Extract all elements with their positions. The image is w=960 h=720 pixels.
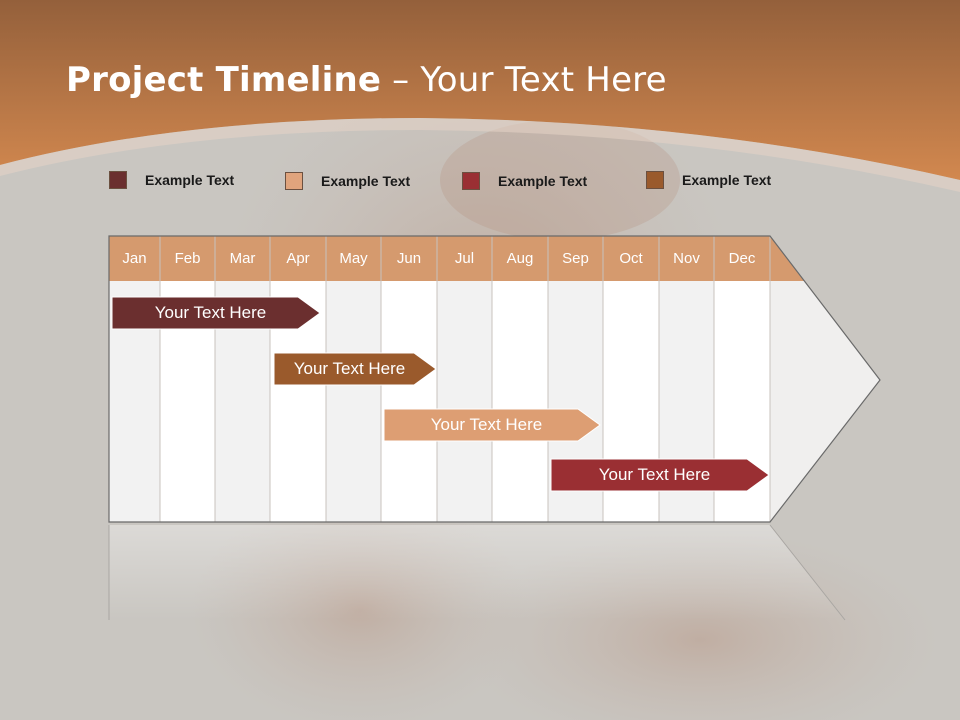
- month-label: Mar: [229, 250, 256, 267]
- legend-label: Example Text: [682, 172, 772, 188]
- legend-label: Example Text: [321, 173, 411, 189]
- legend-item: Example Text: [646, 169, 771, 191]
- legend-swatch: [109, 171, 127, 189]
- month-column: [381, 281, 437, 522]
- month-label: Jan: [122, 250, 147, 267]
- month-label: May: [339, 250, 368, 267]
- timeline-bar-label: Your Text Here: [430, 415, 543, 434]
- legend-swatch: [285, 172, 303, 190]
- legend-label: Example Text: [145, 172, 235, 188]
- timeline-bar-label: Your Text Here: [293, 359, 406, 378]
- timeline-bar: [383, 408, 601, 442]
- page-title: Project Timeline – Your Text Here: [66, 60, 667, 100]
- month-header-row: [109, 236, 804, 281]
- legend-item: Example Text: [109, 169, 234, 191]
- month-label: Aug: [506, 250, 534, 267]
- month-column: [326, 281, 381, 522]
- month-label: Jul: [454, 250, 475, 267]
- timeline-bar: [273, 352, 437, 386]
- arrow-tip: [770, 281, 880, 522]
- month-label: Nov: [673, 250, 700, 267]
- timeline-bar-label: Your Text Here: [154, 303, 267, 322]
- month-label: Dec: [728, 250, 756, 267]
- legend-item: Example Text: [462, 170, 587, 192]
- timeline-arrow-outline: [108, 235, 881, 523]
- timeline-reflection: [109, 525, 845, 620]
- legend-swatch: [462, 172, 480, 190]
- month-label: Oct: [619, 250, 643, 267]
- month-label: Feb: [174, 250, 201, 267]
- month-column: [492, 281, 548, 522]
- month-column: [437, 281, 492, 522]
- legend-item: Example Text: [285, 170, 410, 192]
- header-band: [0, 0, 960, 180]
- header-curve-highlight: [0, 118, 960, 192]
- month-label: Jun: [396, 250, 422, 267]
- timeline-bar: [111, 296, 321, 330]
- month-label: Apr: [286, 250, 310, 267]
- title-rest: – Your Text Here: [381, 60, 667, 100]
- legend-swatch: [646, 171, 664, 189]
- month-label: Sep: [562, 250, 589, 267]
- timeline-bars: [111, 296, 770, 492]
- timeline-bar-label: Your Text Here: [598, 465, 711, 484]
- legend-label: Example Text: [498, 173, 588, 189]
- timeline-bar: [550, 458, 770, 492]
- title-bold: Project Timeline: [66, 60, 382, 100]
